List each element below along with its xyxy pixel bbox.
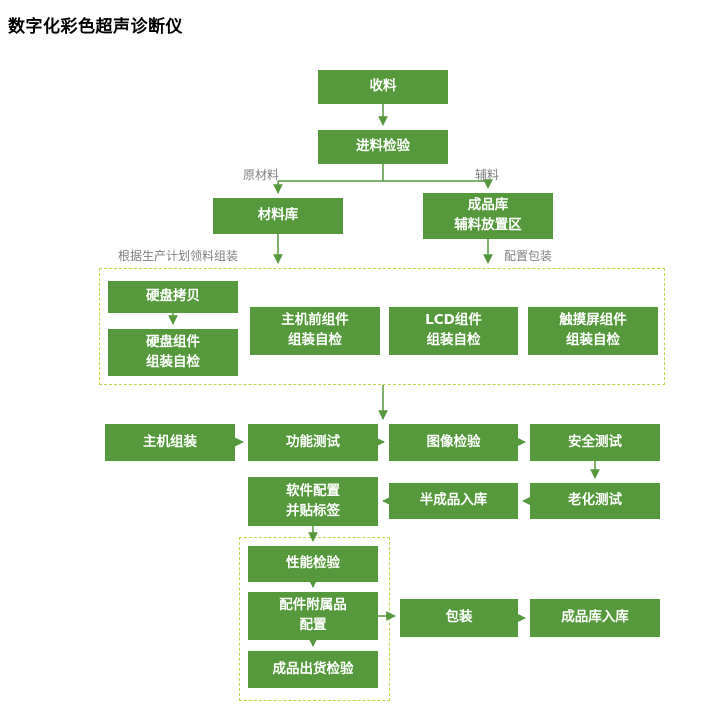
node-incoming-inspection: 进料检验 xyxy=(318,130,448,164)
node-lcd-selfcheck: LCD组件 组装自检 xyxy=(389,307,518,355)
node-semi-finished-storage: 半成品入库 xyxy=(389,483,518,519)
node-receive-materials: 收料 xyxy=(318,70,448,104)
edge-label-pick-by-production-plan: 根据生产计划领料组装 xyxy=(118,249,239,263)
node-image-inspection: 图像检验 xyxy=(389,424,518,461)
page-title: 数字化彩色超声诊断仪 xyxy=(8,17,183,37)
node-safety-test: 安全测试 xyxy=(530,424,660,461)
node-touchscreen-selfcheck: 触摸屏组件 组装自检 xyxy=(528,307,658,355)
node-function-test: 功能测试 xyxy=(248,424,378,461)
node-accessories-config: 配件附属品 配置 xyxy=(248,592,378,640)
node-software-config-labeling: 软件配置 并贴标签 xyxy=(248,477,378,526)
node-material-warehouse: 材料库 xyxy=(213,198,343,234)
node-packaging: 包装 xyxy=(400,599,518,637)
node-finished-warehouse-aux-area: 成品库 辅料放置区 xyxy=(423,193,553,239)
node-finished-goods-storage: 成品库入库 xyxy=(530,599,660,637)
node-mainframe-front-selfcheck: 主机前组件 组装自检 xyxy=(250,307,380,355)
node-performance-inspection: 性能检验 xyxy=(248,546,378,582)
assembly-selfcheck-group-box xyxy=(99,268,665,385)
edge-label-auxiliary-material: 辅料 xyxy=(475,168,500,182)
edge-label-configure-packaging: 配置包装 xyxy=(504,249,553,263)
node-mainframe-assembly: 主机组装 xyxy=(105,424,235,461)
node-shipment-inspection: 成品出货检验 xyxy=(248,651,378,688)
node-hdd-assembly-selfcheck: 硬盘组件 组装自检 xyxy=(108,329,238,376)
edge-label-raw-material: 原材料 xyxy=(243,168,280,182)
node-aging-test: 老化测试 xyxy=(530,483,660,519)
node-hdd-copy: 硬盘拷贝 xyxy=(108,281,238,313)
